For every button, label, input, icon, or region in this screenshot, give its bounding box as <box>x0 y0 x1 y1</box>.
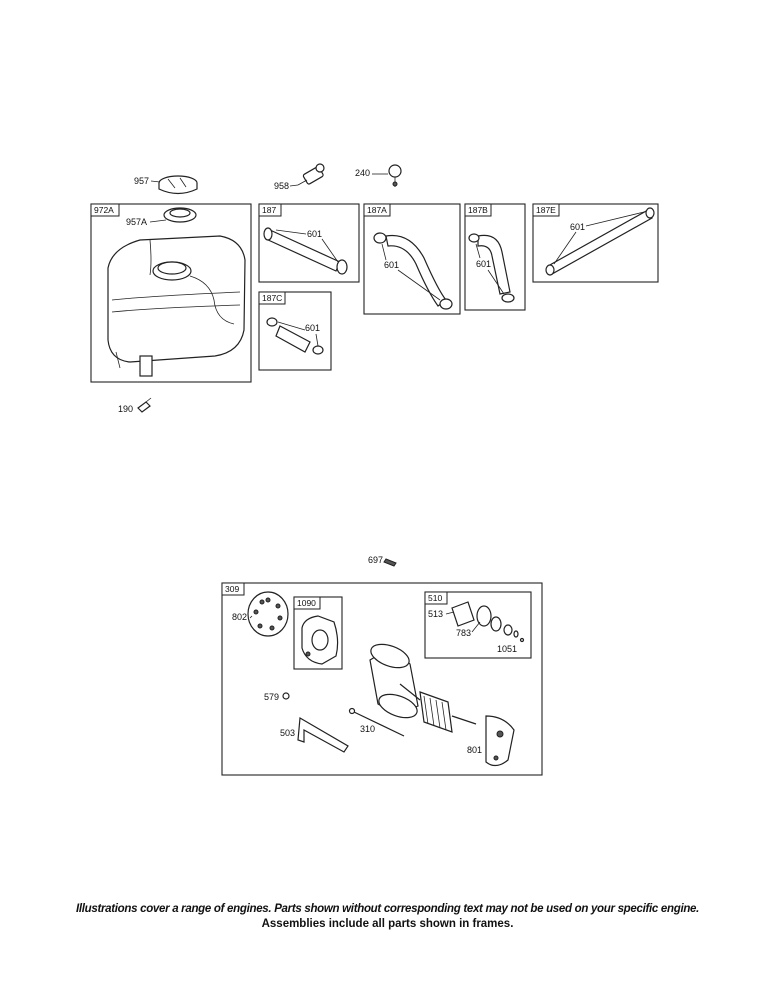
drive-kit-510 <box>451 601 525 643</box>
fuel-line-187A <box>373 232 453 310</box>
through-bolt-310 <box>353 711 405 737</box>
label-957: 957 <box>134 176 149 186</box>
fuel-tank <box>107 207 246 377</box>
frame-label-187C: 187C <box>262 293 282 303</box>
frame-label-187: 187 <box>262 205 276 215</box>
frame-label-1090: 1090 <box>297 598 316 608</box>
label-503: 503 <box>280 728 295 738</box>
frame-510 <box>424 591 532 659</box>
label-601-e: 601 <box>305 323 320 333</box>
drive-end-cap-801 <box>485 715 515 767</box>
label-601-d: 601 <box>570 222 585 232</box>
end-cap-1090 <box>301 615 339 665</box>
vent-240 <box>388 164 402 187</box>
bolt-697 <box>383 558 397 567</box>
starter-housing <box>369 643 419 719</box>
label-1051: 1051 <box>497 644 517 654</box>
frame-label-309: 309 <box>225 584 239 594</box>
frame-label-972A: 972A <box>94 205 114 215</box>
fuel-valve-958 <box>297 163 325 186</box>
frame-187A <box>363 203 461 315</box>
fuel-cap-957 <box>158 175 198 195</box>
footer-note: Illustrations cover a range of engines. … <box>0 902 775 932</box>
brush-plate-802 <box>247 591 289 637</box>
label-513: 513 <box>428 609 443 619</box>
label-601-b: 601 <box>384 260 399 270</box>
frame-187 <box>258 203 360 283</box>
label-601-a: 601 <box>307 229 322 239</box>
frame-309 <box>221 582 543 776</box>
frame-label-187B: 187B <box>468 205 488 215</box>
label-802: 802 <box>232 612 247 622</box>
frame-label-187E: 187E <box>536 205 556 215</box>
footer-assemblies-note: Assemblies include all parts shown in fr… <box>261 918 514 930</box>
frame-187C <box>258 291 332 371</box>
label-957A: 957A <box>126 217 147 227</box>
frame-972A <box>90 203 252 383</box>
screw-190 <box>137 397 152 413</box>
label-310: 310 <box>360 724 375 734</box>
armature <box>399 683 477 733</box>
label-958: 958 <box>274 181 289 191</box>
frame-187B <box>464 203 526 311</box>
fuel-line-187E <box>545 207 655 276</box>
label-579: 579 <box>264 692 279 702</box>
label-601-c: 601 <box>476 259 491 269</box>
label-240: 240 <box>355 168 370 178</box>
fuel-line-187 <box>263 227 348 275</box>
label-783: 783 <box>456 628 471 638</box>
fuel-line-187B <box>468 233 515 303</box>
label-697: 697 <box>368 555 383 565</box>
frame-187E <box>532 203 659 283</box>
footer-disclaimer: Illustrations cover a range of engines. … <box>75 903 700 915</box>
label-801: 801 <box>467 745 482 755</box>
frame-label-510: 510 <box>428 593 442 603</box>
bracket-503 <box>297 717 349 753</box>
label-190: 190 <box>118 404 133 414</box>
frame-label-187A: 187A <box>367 205 387 215</box>
fuel-line-187C <box>266 317 324 355</box>
washer-579 <box>282 692 290 700</box>
